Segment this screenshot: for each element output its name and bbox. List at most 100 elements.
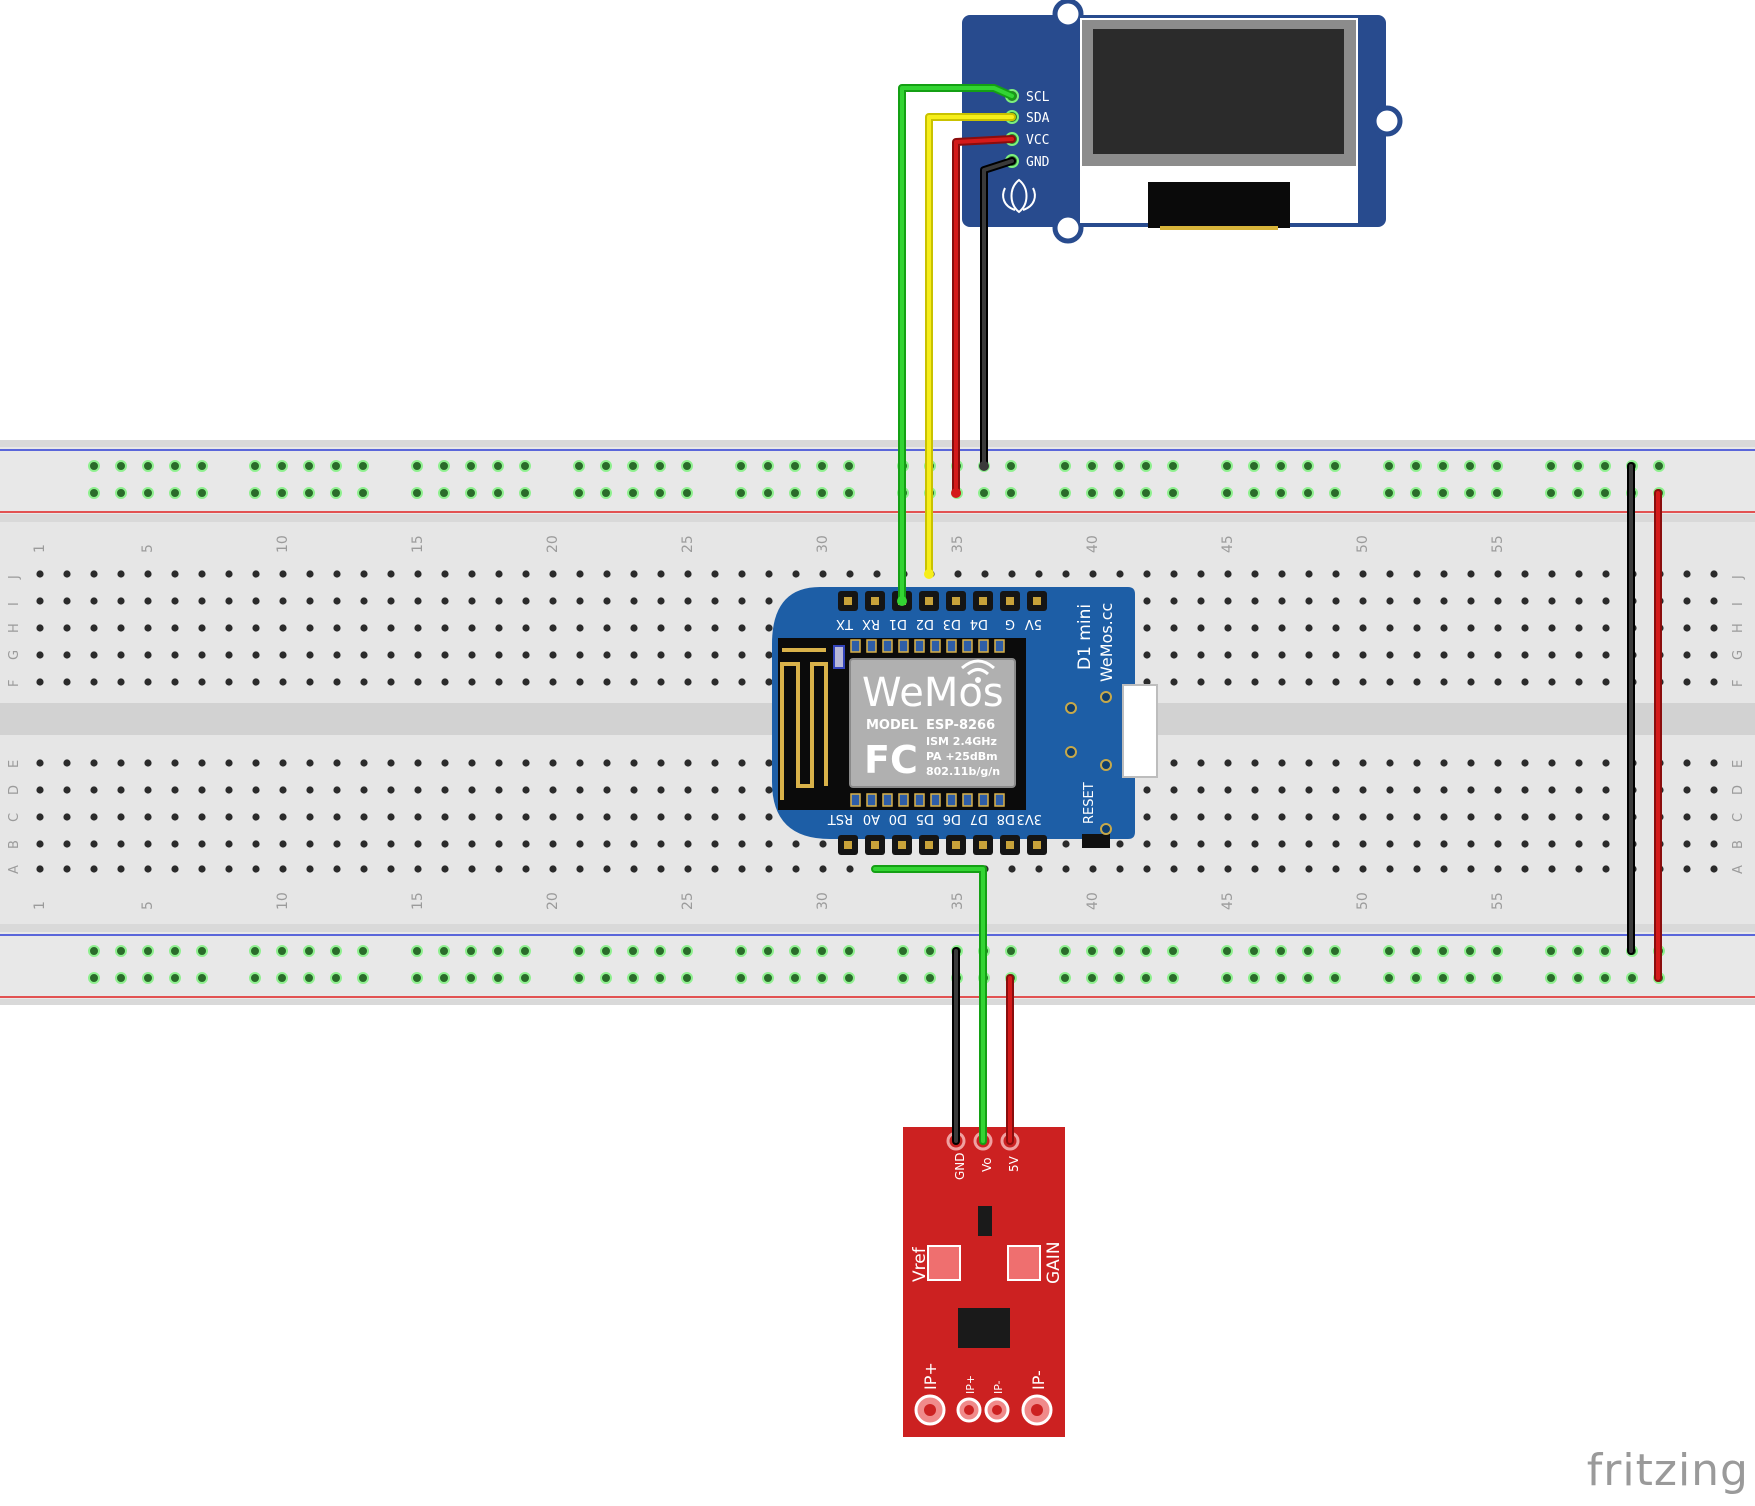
terminal-hole[interactable] xyxy=(468,759,476,767)
terminal-hole[interactable] xyxy=(1521,813,1529,821)
terminal-hole[interactable] xyxy=(684,840,692,848)
terminal-hole[interactable] xyxy=(63,597,71,605)
rail-hole[interactable] xyxy=(573,460,585,472)
terminal-hole[interactable] xyxy=(414,786,422,794)
terminal-hole[interactable] xyxy=(171,813,179,821)
terminal-hole[interactable] xyxy=(1602,865,1610,873)
terminal-hole[interactable] xyxy=(1548,624,1556,632)
terminal-hole[interactable] xyxy=(630,624,638,632)
terminal-hole[interactable] xyxy=(1683,570,1691,578)
terminal-hole[interactable] xyxy=(738,840,746,848)
rail-hole[interactable] xyxy=(1302,487,1314,499)
rail-hole[interactable] xyxy=(169,487,181,499)
terminal-hole[interactable] xyxy=(603,759,611,767)
terminal-hole[interactable] xyxy=(144,678,152,686)
terminal-hole[interactable] xyxy=(1575,813,1583,821)
terminal-hole[interactable] xyxy=(144,865,152,873)
terminal-hole[interactable] xyxy=(603,651,611,659)
terminal-hole[interactable] xyxy=(1170,651,1178,659)
terminal-hole[interactable] xyxy=(1251,570,1259,578)
terminal-hole[interactable] xyxy=(360,759,368,767)
terminal-hole[interactable] xyxy=(1494,840,1502,848)
rail-hole[interactable] xyxy=(330,945,342,957)
terminal-hole[interactable] xyxy=(1332,570,1340,578)
terminal-hole[interactable] xyxy=(1278,840,1286,848)
terminal-hole[interactable] xyxy=(63,570,71,578)
terminal-hole[interactable] xyxy=(90,624,98,632)
terminal-hole[interactable] xyxy=(1386,786,1394,794)
terminal-hole[interactable] xyxy=(657,624,665,632)
rail-hole[interactable] xyxy=(1572,972,1584,984)
terminal-hole[interactable] xyxy=(1278,651,1286,659)
terminal-hole[interactable] xyxy=(414,651,422,659)
terminal-hole[interactable] xyxy=(1413,597,1421,605)
rail-hole[interactable] xyxy=(303,972,315,984)
terminal-hole[interactable] xyxy=(1467,786,1475,794)
terminal-hole[interactable] xyxy=(1197,678,1205,686)
rail-hole[interactable] xyxy=(276,972,288,984)
terminal-hole[interactable] xyxy=(1683,759,1691,767)
terminal-hole[interactable] xyxy=(495,570,503,578)
terminal-hole[interactable] xyxy=(36,865,44,873)
terminal-hole[interactable] xyxy=(279,678,287,686)
terminal-hole[interactable] xyxy=(387,786,395,794)
rail-hole[interactable] xyxy=(1221,945,1233,957)
terminal-hole[interactable] xyxy=(36,597,44,605)
terminal-hole[interactable] xyxy=(144,840,152,848)
rail-hole[interactable] xyxy=(762,487,774,499)
terminal-hole[interactable] xyxy=(90,813,98,821)
terminal-hole[interactable] xyxy=(603,597,611,605)
terminal-hole[interactable] xyxy=(1683,597,1691,605)
rail-hole[interactable] xyxy=(1140,487,1152,499)
terminal-hole[interactable] xyxy=(1575,759,1583,767)
terminal-hole[interactable] xyxy=(1143,786,1151,794)
terminal-hole[interactable] xyxy=(1575,678,1583,686)
terminal-hole[interactable] xyxy=(360,865,368,873)
terminal-hole[interactable] xyxy=(1305,865,1313,873)
terminal-hole[interactable] xyxy=(576,865,584,873)
terminal-hole[interactable] xyxy=(117,759,125,767)
terminal-hole[interactable] xyxy=(1170,813,1178,821)
terminal-hole[interactable] xyxy=(387,624,395,632)
terminal-hole[interactable] xyxy=(1521,678,1529,686)
terminal-hole[interactable] xyxy=(711,651,719,659)
rail-hole[interactable] xyxy=(681,972,693,984)
terminal-hole[interactable] xyxy=(441,865,449,873)
terminal-hole[interactable] xyxy=(711,597,719,605)
terminal-hole[interactable] xyxy=(630,597,638,605)
terminal-hole[interactable] xyxy=(1548,813,1556,821)
terminal-hole[interactable] xyxy=(63,624,71,632)
terminal-hole[interactable] xyxy=(279,786,287,794)
terminal-hole[interactable] xyxy=(738,813,746,821)
rail-hole[interactable] xyxy=(1086,487,1098,499)
terminal-hole[interactable] xyxy=(657,759,665,767)
terminal-hole[interactable] xyxy=(198,651,206,659)
rail-hole[interactable] xyxy=(1329,972,1341,984)
rail-hole[interactable] xyxy=(492,487,504,499)
terminal-hole[interactable] xyxy=(1170,786,1178,794)
reset-button[interactable] xyxy=(1082,834,1110,848)
terminal-hole[interactable] xyxy=(441,597,449,605)
rail-hole[interactable] xyxy=(1221,972,1233,984)
terminal-hole[interactable] xyxy=(252,651,260,659)
terminal-hole[interactable] xyxy=(1521,570,1529,578)
terminal-hole[interactable] xyxy=(117,624,125,632)
terminal-hole[interactable] xyxy=(1224,624,1232,632)
terminal-hole[interactable] xyxy=(1332,651,1340,659)
terminal-hole[interactable] xyxy=(522,570,530,578)
terminal-hole[interactable] xyxy=(441,786,449,794)
terminal-hole[interactable] xyxy=(576,624,584,632)
terminal-hole[interactable] xyxy=(765,813,773,821)
terminal-hole[interactable] xyxy=(495,813,503,821)
rail-hole[interactable] xyxy=(1113,972,1125,984)
terminal-hole[interactable] xyxy=(1602,813,1610,821)
rail-hole[interactable] xyxy=(1275,487,1287,499)
terminal-hole[interactable] xyxy=(1521,651,1529,659)
rail-hole[interactable] xyxy=(1410,945,1422,957)
terminal-hole[interactable] xyxy=(1548,570,1556,578)
terminal-hole[interactable] xyxy=(1710,570,1718,578)
terminal-hole[interactable] xyxy=(225,624,233,632)
rail-hole[interactable] xyxy=(196,972,208,984)
rail-hole[interactable] xyxy=(1167,460,1179,472)
terminal-hole[interactable] xyxy=(630,865,638,873)
